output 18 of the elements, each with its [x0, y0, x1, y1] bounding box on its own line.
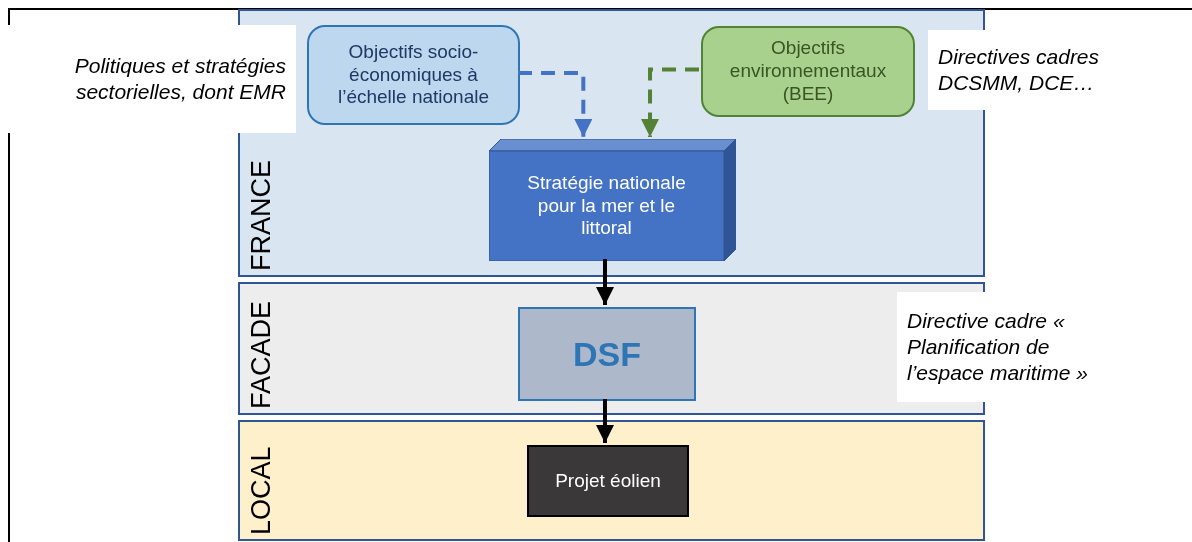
box-label: DSF [573, 333, 641, 375]
arrow [596, 399, 614, 443]
arrow [596, 259, 614, 305]
box-label: Projet éolien [555, 469, 661, 493]
rounded-box [701, 26, 915, 117]
lane-title: FRANCE [246, 160, 276, 271]
process-box [527, 445, 689, 517]
side-note: Politiques et stratégies sectorielles, dont EMR [8, 25, 296, 133]
process-box [518, 307, 696, 401]
rounded-box [307, 25, 520, 125]
lane-title: FACADE [246, 300, 276, 409]
box-label: Objectifs environnementaux (BEE) [728, 37, 888, 106]
swimlane-band [238, 420, 985, 541]
arrow [641, 67, 699, 137]
lane-title: LOCAL [246, 446, 276, 535]
box-label: Objectifs socio-économiques à l’échelle nationale [336, 40, 491, 110]
arrow [518, 71, 593, 137]
box-label: Stratégie nationale pour la mer et le littoral [526, 171, 687, 241]
